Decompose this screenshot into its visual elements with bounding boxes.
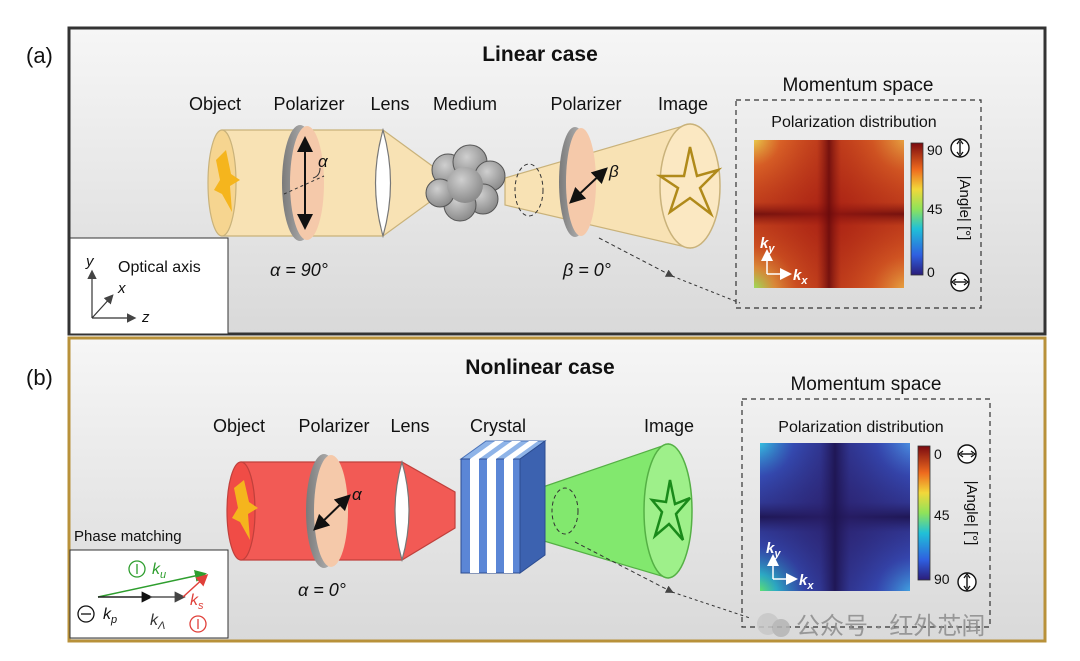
polarization-arrow-beta — [569, 167, 608, 204]
colorbar-b-label: |Angle| [°] — [963, 481, 980, 546]
label-polarizer-2: Polarizer — [550, 94, 621, 114]
ku-label: ku — [152, 561, 166, 581]
reference-line — [283, 175, 325, 195]
colorbar-a-label: |Angle| [°] — [956, 176, 973, 241]
panel-a-label: (a) — [26, 43, 53, 68]
image-star-icon — [655, 146, 723, 218]
label-object-b: Object — [213, 416, 265, 436]
vertical-polarization-icon-b — [957, 572, 977, 592]
phase-matching-title: Phase matching — [74, 528, 182, 545]
ku-vector — [97, 570, 207, 598]
polarization-subtitle-a: Polarization distribution — [771, 114, 936, 131]
momentum-title-a: Momentum space — [782, 75, 933, 96]
momentum-box-a — [735, 99, 982, 309]
watermark-text: 公众号 · 红外芯闻 — [796, 613, 985, 640]
polarization-map-a — [754, 140, 904, 288]
klambda-label: kΛ — [150, 612, 165, 632]
label-polarizer-b: Polarizer — [298, 416, 369, 436]
vertical-polarization-green-icon — [128, 560, 146, 578]
kx-label-a: kx — [793, 267, 808, 287]
label-image: Image — [658, 94, 708, 114]
colorbar-b-top: 0 — [934, 446, 942, 462]
label-lens-b: Lens — [390, 416, 429, 436]
label-crystal: Crystal — [470, 416, 526, 436]
polarizer-2-disc — [559, 127, 596, 237]
label-lens: Lens — [370, 94, 409, 114]
beam-signal — [533, 443, 693, 579]
pointer-line-b2 — [671, 591, 751, 619]
watermark: 公众号 · 红外芯闻 — [757, 613, 985, 640]
angle-arc — [312, 167, 321, 179]
colorbar-a-top: 90 — [927, 142, 943, 158]
coordinate-axes-inset — [69, 237, 229, 335]
horizontal-polarization-icon-b — [957, 444, 977, 464]
vertical-polarization-icon — [950, 138, 970, 158]
crystal-block — [459, 440, 547, 574]
polarization-map-b — [760, 443, 910, 591]
label-image-b: Image — [644, 416, 694, 436]
panel-a-title: Linear case — [482, 43, 598, 66]
polarization-subtitle-b: Polarization distribution — [778, 419, 943, 436]
beta-value: β = 0° — [562, 260, 611, 280]
axis-x-label: x — [117, 280, 126, 297]
label-polarizer-1: Polarizer — [273, 94, 344, 114]
optical-axis-caption: Optical axis — [118, 259, 201, 276]
panel-b-label: (b) — [26, 365, 53, 390]
object-star-icon — [214, 150, 240, 212]
horizontal-polarization-icon — [950, 272, 970, 292]
ky-label-a: ky — [760, 235, 775, 255]
kx-label-b: kx — [799, 572, 814, 592]
panel-b-title: Nonlinear case — [465, 356, 614, 379]
colorbar-a-mid: 45 — [927, 201, 943, 217]
axis-z-label: z — [141, 309, 150, 326]
alpha-value-b: α = 0° — [298, 580, 346, 600]
polarizer-b-disc — [306, 454, 348, 568]
medium-cloud-icon — [425, 144, 506, 222]
vertical-polarization-red-icon — [189, 615, 207, 633]
label-medium: Medium — [433, 94, 497, 114]
ks-label: ks — [190, 592, 204, 612]
alpha-value-a: α = 90° — [270, 260, 328, 280]
axis-y-label: y — [85, 253, 95, 270]
colorbar-a-bottom: 0 — [927, 264, 935, 280]
pointer-line-a2 — [671, 275, 741, 304]
colorbar-b-bottom: 90 — [934, 571, 950, 587]
alpha-symbol-a: α — [318, 152, 329, 171]
alpha-symbol-b: α — [352, 485, 363, 504]
beta-symbol: β — [608, 162, 619, 181]
object-star-icon-b — [232, 480, 258, 540]
ks-vector — [182, 573, 209, 598]
image-star-icon-b — [648, 479, 691, 541]
polarizer-1-disc — [282, 125, 324, 241]
colorbar-b-mid: 45 — [934, 507, 950, 523]
horizontal-polarization-black-icon — [77, 605, 95, 623]
polarization-arrow-alpha-b — [313, 494, 351, 531]
lens-b — [394, 459, 410, 563]
lens-a — [374, 127, 392, 239]
colorbar-a — [910, 142, 924, 276]
kp-label: kp — [103, 606, 117, 626]
label-object: Object — [189, 94, 241, 114]
ky-label-b: ky — [766, 540, 781, 560]
momentum-title-b: Momentum space — [790, 374, 941, 395]
colorbar-b — [917, 445, 931, 581]
momentum-box-b — [741, 398, 991, 628]
